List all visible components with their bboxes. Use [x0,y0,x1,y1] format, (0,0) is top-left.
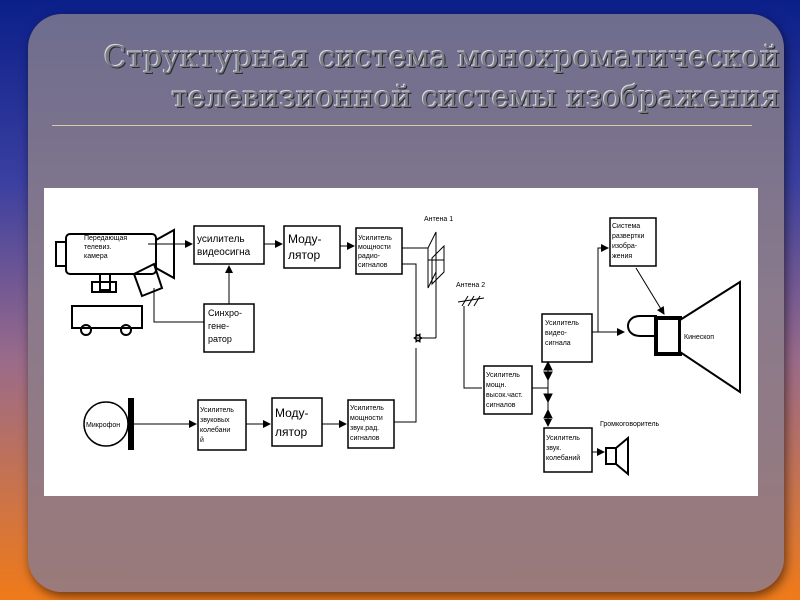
modulator-top-label: Моду- лятор [288,232,325,262]
power-amp-sound-label: Усилитель мощности звук.рад. сигналов [350,405,386,442]
modulator-bottom-label: Моду- лятор [275,406,312,439]
video-amplifier-label: усилитель видеосигна [197,234,251,258]
modulator-bottom-block [271,397,323,447]
power-amp-sound-block [347,399,395,449]
antenna-1-label: Антена 1 [424,216,453,223]
hf-amplifier-label: Усилитель мощн. высок.част. сигналов [486,372,525,409]
title-line-2: телевизионной системы изображения [171,80,780,115]
sound-amp-rx-label: Усилитель звук. колебаний [546,435,582,462]
title-line-1: Структурная система монохроматической [103,40,780,75]
loudspeaker-label: Громкоговоритель [600,421,660,428]
scan-system-label: Система развертки изобра- жения [612,223,646,260]
video-amp-rx-label: Усилитель видео- сигнала [545,320,581,347]
kinescope-icon [627,280,741,394]
loudspeaker-icon [605,435,629,477]
hf-amplifier-block [483,365,533,415]
sound-amp-rx-block [543,427,593,473]
diagram-svg: Передающая телевиз. камера усилитель вид… [55,216,741,477]
modulator-top-block [283,225,341,269]
signal-lines [134,240,665,456]
antenna-2-label: Антена 2 [456,282,485,289]
sync-generator-label: Синхро- гене- ратор [208,308,245,344]
microphone-icon [83,398,134,450]
camera-icon [55,228,175,336]
sound-amplifier-label: Усилитель звуковых колебани й [200,407,236,444]
antenna-2-icon [457,295,485,307]
microphone-label: Микрофон [86,422,120,429]
kinescope-label: Кинескоп [684,334,714,341]
block-diagram: Передающая телевиз. камера усилитель вид… [44,188,758,496]
slide-title: Структурная система монохроматической те… [40,38,780,118]
sound-amplifier-block [197,399,247,451]
power-amp-radio-label: Усилитель мощности радио- сигналов [358,235,394,269]
power-amp-radio-block [355,227,403,275]
video-amp-rx-block [541,313,593,363]
title-underline [52,125,752,126]
camera-label: Передающая телевиз. камера [84,235,129,260]
video-amplifier-block [193,225,265,265]
scan-system-block [609,217,657,267]
